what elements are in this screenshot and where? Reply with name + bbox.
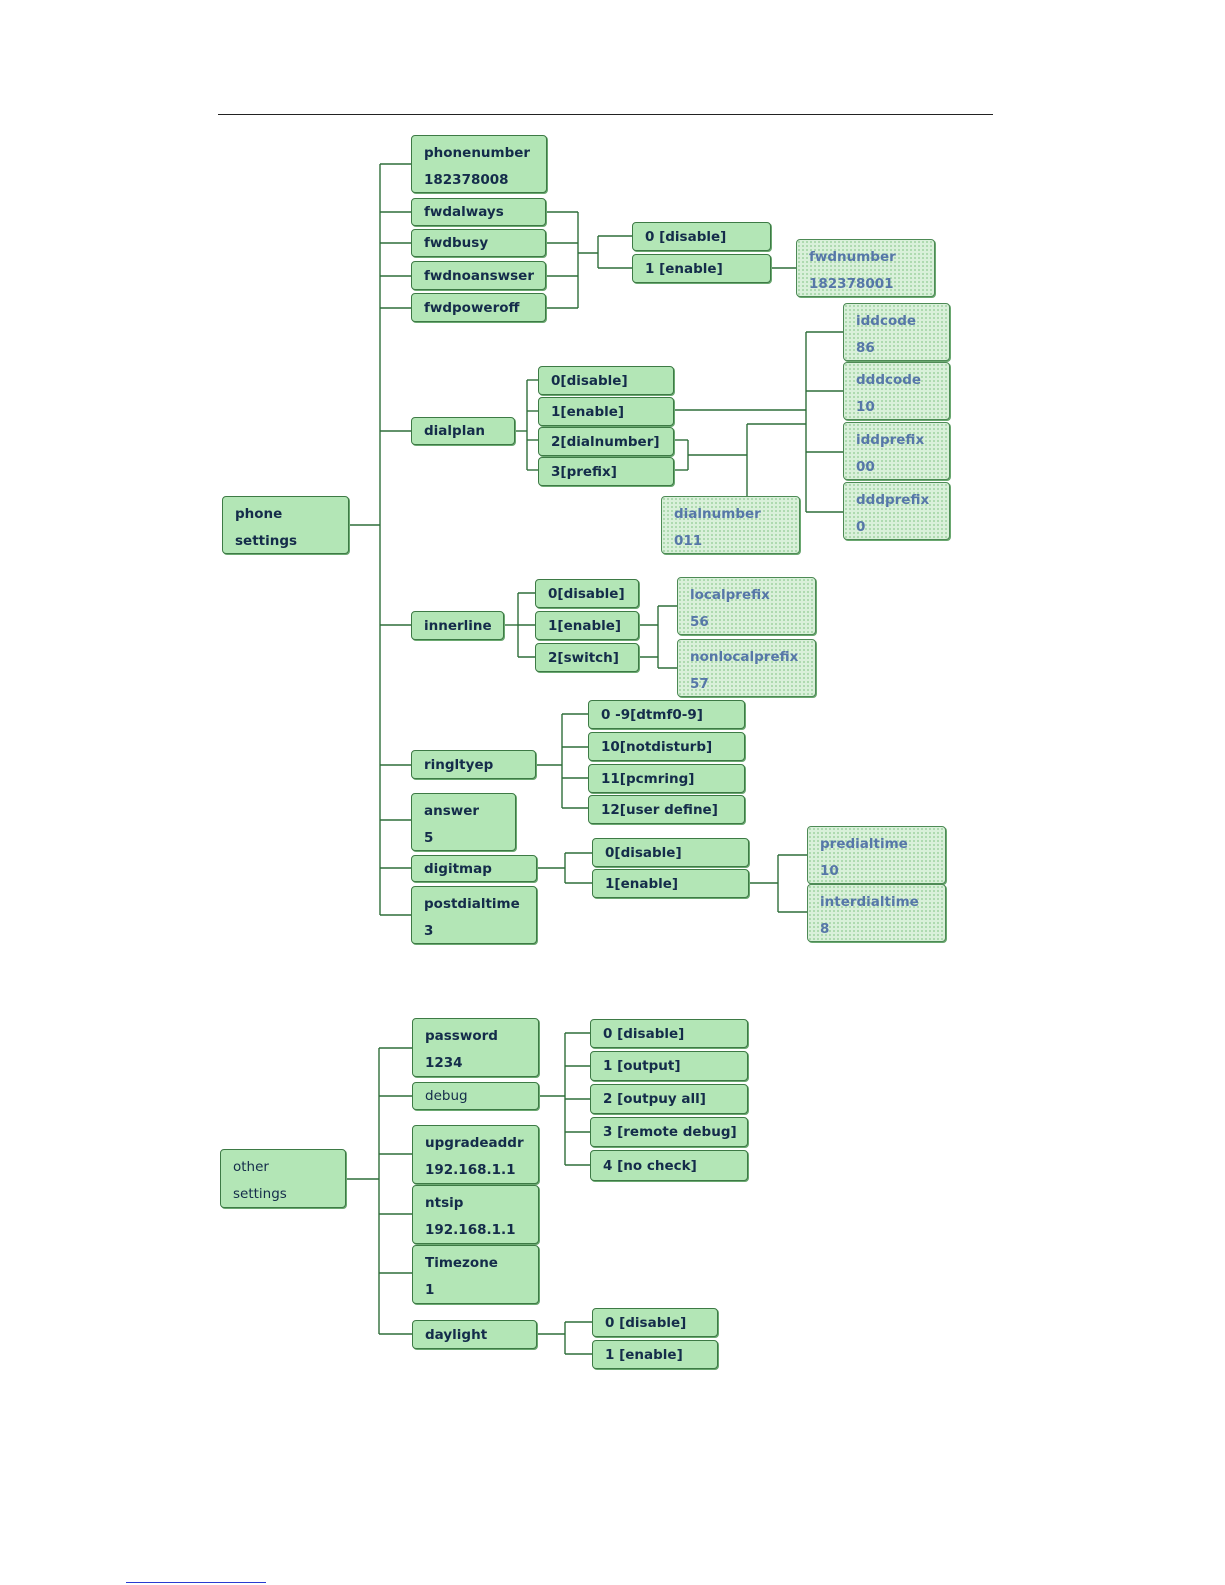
- dialplan-option-enable[interactable]: 1[enable]: [538, 397, 674, 426]
- dialplan-node[interactable]: dialplan: [411, 417, 515, 445]
- header-rule: [218, 114, 993, 115]
- daylight-node[interactable]: daylight: [412, 1320, 537, 1349]
- ntsip-node[interactable]: ntsip 192.168.1.1: [412, 1185, 539, 1244]
- ringtype-option-pcmring[interactable]: 11[pcmring]: [588, 764, 745, 793]
- innerline-option-disable[interactable]: 0[disable]: [535, 579, 639, 608]
- dddprefix-node[interactable]: dddprefix 0: [843, 482, 950, 540]
- localprefix-node[interactable]: localprefix 56: [677, 577, 816, 635]
- dialplan-option-prefix[interactable]: 3[prefix]: [538, 457, 674, 486]
- digitmap-option-disable[interactable]: 0[disable]: [592, 838, 749, 867]
- phone-settings-root[interactable]: phone settings: [222, 496, 349, 554]
- debug-option-remote-debug[interactable]: 3 [remote debug]: [590, 1117, 748, 1147]
- debug-node[interactable]: debug: [412, 1082, 539, 1110]
- digitmap-node[interactable]: digitmap: [411, 855, 537, 882]
- innerline-node[interactable]: innerline: [411, 611, 504, 640]
- password-node[interactable]: password 1234: [412, 1018, 539, 1077]
- dialnumber-node[interactable]: dialnumber 011: [661, 496, 800, 554]
- timezone-node[interactable]: Timezone 1: [412, 1245, 539, 1304]
- ringtype-node[interactable]: ringltyep: [411, 750, 536, 779]
- iddcode-node[interactable]: iddcode 86: [843, 303, 950, 361]
- fwd-option-enable[interactable]: 1 [enable]: [632, 254, 771, 283]
- fwdnumber-node[interactable]: fwdnumber 182378001: [796, 239, 935, 297]
- postdialtime-node[interactable]: postdialtime 3: [411, 886, 537, 944]
- fwdbusy-node[interactable]: fwdbusy: [411, 229, 546, 257]
- dialplan-option-dialnumber[interactable]: 2[dialnumber]: [538, 427, 674, 456]
- digitmap-option-enable[interactable]: 1[enable]: [592, 869, 749, 898]
- fwdnoanswer-node[interactable]: fwdnoanswser: [411, 261, 546, 290]
- phonenumber-node[interactable]: phonenumber 182378008: [411, 135, 547, 193]
- interdialtime-node[interactable]: interdialtime 8: [807, 884, 946, 942]
- ringtype-option-userdefine[interactable]: 12[user define]: [588, 795, 745, 824]
- iddprefix-node[interactable]: iddprefix 00: [843, 422, 950, 480]
- innerline-option-switch[interactable]: 2[switch]: [535, 643, 639, 672]
- answer-node[interactable]: answer 5: [411, 793, 516, 851]
- upgradeaddr-node[interactable]: upgradeaddr 192.168.1.1: [412, 1125, 539, 1184]
- footnote-rule: [126, 1582, 266, 1583]
- debug-option-output[interactable]: 1 [output]: [590, 1051, 748, 1081]
- ringtype-option-notdisturb[interactable]: 10[notdisturb]: [588, 732, 745, 761]
- fwd-option-disable[interactable]: 0 [disable]: [632, 222, 771, 251]
- fwdpoweroff-node[interactable]: fwdpoweroff: [411, 293, 546, 322]
- ringtype-option-dtmf[interactable]: 0 -9[dtmf0-9]: [588, 700, 745, 729]
- debug-option-disable[interactable]: 0 [disable]: [590, 1019, 748, 1048]
- other-settings-root[interactable]: other settings: [220, 1149, 346, 1208]
- fwdalways-node[interactable]: fwdalways: [411, 198, 546, 226]
- daylight-option-disable[interactable]: 0 [disable]: [592, 1308, 718, 1337]
- debug-option-no-check[interactable]: 4 [no check]: [590, 1150, 748, 1181]
- daylight-option-enable[interactable]: 1 [enable]: [592, 1340, 718, 1369]
- nonlocalprefix-node[interactable]: nonlocalprefix 57: [677, 639, 816, 697]
- innerline-option-enable[interactable]: 1[enable]: [535, 611, 639, 640]
- debug-option-output-all[interactable]: 2 [outpuy all]: [590, 1084, 748, 1114]
- dddcode-node[interactable]: dddcode 10: [843, 362, 950, 420]
- predialtime-node[interactable]: predialtime 10: [807, 826, 946, 884]
- dialplan-option-disable[interactable]: 0[disable]: [538, 366, 674, 395]
